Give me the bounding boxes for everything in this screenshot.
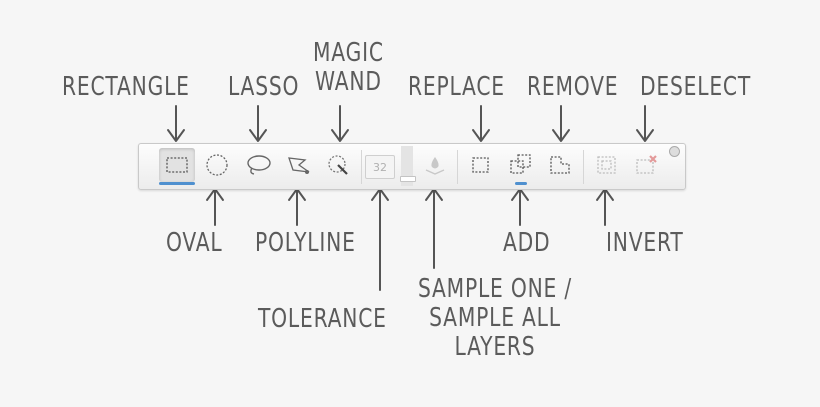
lasso-icon [247,155,271,175]
remove-button[interactable] [543,148,579,182]
selected-tool-indicator [159,182,195,185]
label-sample-layers: SAMPLE ONE / SAMPLE ALL LAYERS [418,275,572,362]
oval-select-button[interactable] [199,148,235,182]
toolbar-separator [583,150,584,184]
toolbar-separator [361,150,362,184]
label-invert: INVERT [606,228,684,258]
magic-wand-icon [328,155,348,175]
label-sample-line1: SAMPLE ONE / [418,274,573,304]
label-deselect: DESELECT [640,72,752,102]
selected-mode-indicator [515,182,527,185]
deselect-button[interactable] [629,148,665,182]
arrow-oval [206,188,224,226]
polyline-button[interactable] [281,148,317,182]
deselect-icon [636,155,657,174]
selection-toolbar: 32 [138,143,686,190]
label-tolerance: TOLERANCE [258,304,387,334]
label-rectangle: RECTANGLE [62,72,190,102]
arrow-magic-wand [331,105,349,142]
lasso-button[interactable] [240,148,276,182]
arrow-rectangle [167,105,185,142]
rectangle-select-icon [166,157,188,173]
oval-select-icon [206,154,228,176]
label-lasso: LASSO [228,72,300,102]
rectangle-select-button[interactable] [159,148,195,182]
label-replace: REPLACE [408,72,505,102]
tolerance-slider-thumb[interactable] [400,176,416,182]
arrow-replace [472,105,490,142]
label-add: ADD [503,228,551,258]
label-sample-line2: SAMPLE ALL [429,303,561,333]
label-remove: REMOVE [527,72,619,102]
arrow-polyline [288,188,306,226]
add-icon [510,154,531,174]
arrow-tolerance [371,188,389,291]
arrow-deselect [636,105,654,142]
label-magic-wand-line1: MAGIC [313,38,384,68]
sample-layers-button[interactable] [417,148,453,182]
magic-wand-button[interactable] [321,148,357,182]
toolbar-separator [457,150,458,184]
label-oval: OVAL [166,228,223,258]
replace-button[interactable] [463,148,499,182]
arrow-lasso [249,105,267,142]
arrow-sample-layers [425,188,443,269]
label-polyline: POLYLINE [255,228,356,258]
label-sample-line3: LAYERS [454,332,536,362]
tolerance-field[interactable]: 32 [365,155,395,179]
sample-layers-icon [425,157,445,175]
arrow-add [511,188,529,226]
remove-icon [550,156,570,174]
polyline-icon [288,157,310,174]
add-button[interactable] [503,148,539,182]
invert-icon [597,156,616,174]
arrow-invert [596,188,614,226]
label-magic-wand: MAGIC WAND [313,39,384,97]
replace-icon [472,157,489,173]
invert-button[interactable] [589,148,625,182]
toolbar-options-knob[interactable] [669,146,680,157]
arrow-remove [552,105,570,142]
label-magic-wand-line2: WAND [315,67,382,97]
